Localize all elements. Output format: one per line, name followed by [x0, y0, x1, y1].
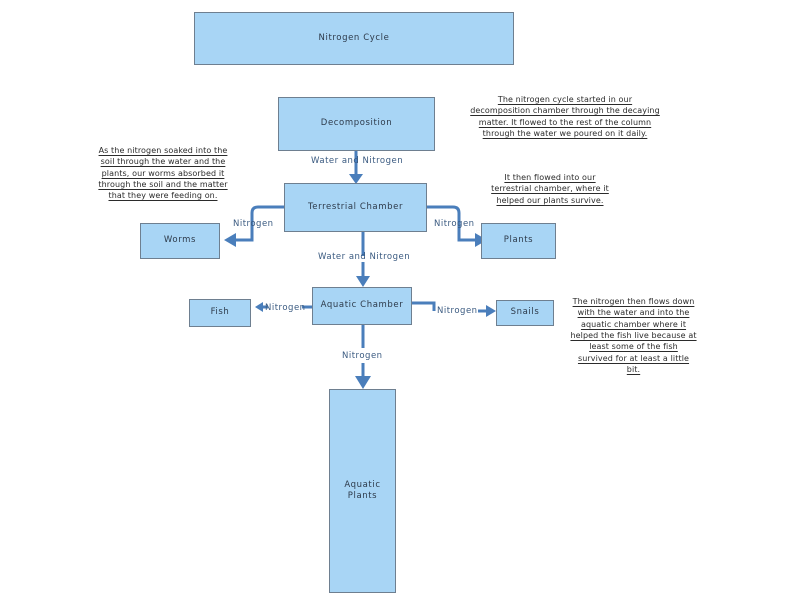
box-nitrogen-cycle[interactable]: Nitrogen Cycle: [194, 12, 514, 65]
box-label-aquatic-plants: Aquatic Plants: [344, 479, 381, 501]
note-line: bit.: [626, 365, 641, 375]
note-line: aquatic chamber where it: [580, 319, 687, 329]
edge-label-text: Nitrogen: [342, 351, 383, 361]
arrowhead-aquatic-to-aquatic-plants: [355, 376, 371, 389]
edge-label-text: Water and Nitrogen: [318, 252, 411, 262]
edge-label-aquatic-to-fish: Nitrogen: [265, 303, 306, 313]
note-line: terrestrial chamber, where it: [491, 184, 609, 194]
box-aquatic-plants[interactable]: Aquatic Plants: [329, 389, 396, 593]
note-decomposition: The nitrogen cycle started in our decomp…: [470, 94, 660, 139]
note-line: It then flowed into our: [504, 173, 596, 182]
box-label-decomposition: Decomposition: [320, 118, 393, 129]
box-label-snails: Snails: [510, 307, 540, 318]
note-line: with the water and into the: [577, 308, 690, 318]
edge-label-text: Nitrogen: [437, 306, 478, 316]
note-worms: As the nitrogen soaked into the soil thr…: [78, 145, 248, 202]
note-line: least some of the fish: [589, 342, 678, 352]
note-line: that they were feeding on.: [108, 191, 218, 201]
box-plants[interactable]: Plants: [481, 223, 556, 259]
note-line: helped the fish live because at: [570, 331, 697, 341]
box-terrestrial-chamber[interactable]: Terrestrial Chamber: [284, 183, 427, 232]
box-aquatic-chamber[interactable]: Aquatic Chamber: [312, 287, 412, 325]
box-label-nitrogen-cycle: Nitrogen Cycle: [318, 32, 390, 43]
note-line: decomposition chamber through the decayi…: [470, 106, 660, 116]
box-label-aquatic-chamber: Aquatic Chamber: [320, 300, 404, 311]
edge-label-terrestrial-to-worms: Nitrogen: [233, 219, 274, 229]
edge-label-aquatic-to-snails: Nitrogen: [437, 306, 478, 316]
note-line: plants, our worms absorbed it: [101, 168, 225, 178]
note-line: survived for at least a little: [577, 353, 690, 363]
box-worms[interactable]: Worms: [140, 223, 220, 259]
box-decomposition[interactable]: Decomposition: [278, 97, 435, 151]
arrowhead-terrestrial-to-aquatic: [356, 276, 370, 287]
note-line: The nitrogen then flows down: [572, 297, 695, 306]
arrowhead-aquatic-to-snails: [486, 305, 496, 317]
note-line: soil through the water and the: [100, 157, 226, 167]
box-label-terrestrial-chamber: Terrestrial Chamber: [307, 201, 404, 212]
note-aquatic: The nitrogen then flows down with the wa…: [567, 296, 700, 376]
edge-label-terrestrial-to-aquatic: Water and Nitrogen: [318, 252, 410, 262]
note-line: helped our plants survive.: [496, 195, 604, 205]
box-fish[interactable]: Fish: [189, 299, 251, 327]
arrowhead-terrestrial-to-worms: [224, 233, 236, 247]
edge-label-terrestrial-to-plants: Nitrogen: [434, 219, 475, 229]
box-label-worms: Worms: [163, 235, 197, 246]
note-line: through the soil and the matter: [98, 180, 228, 190]
edge-label-text: Nitrogen: [265, 303, 306, 313]
arrow-aquatic-to-snails: [410, 301, 436, 311]
edge-label-text: Nitrogen: [233, 219, 274, 229]
note-line: matter. It flowed to the rest of the col…: [478, 117, 652, 127]
arrowhead-aquatic-to-fish: [255, 302, 263, 312]
box-label-plants: Plants: [503, 235, 534, 246]
box-snails[interactable]: Snails: [496, 300, 554, 326]
edge-label-text: Nitrogen: [434, 219, 475, 229]
box-label-fish: Fish: [210, 307, 230, 318]
note-line: The nitrogen cycle started in our: [497, 95, 633, 104]
edge-label-text: Water and Nitrogen: [311, 156, 404, 166]
note-line: through the water we poured on it daily.: [482, 129, 648, 139]
note-terrestrial: It then flowed into our terrestrial cham…: [476, 172, 624, 206]
edge-label-decomposition-to-terrestrial: Water and Nitrogen: [311, 156, 403, 166]
edge-label-aquatic-to-aquatic-plants: Nitrogen: [342, 351, 383, 361]
note-line: As the nitrogen soaked into the: [98, 146, 228, 155]
